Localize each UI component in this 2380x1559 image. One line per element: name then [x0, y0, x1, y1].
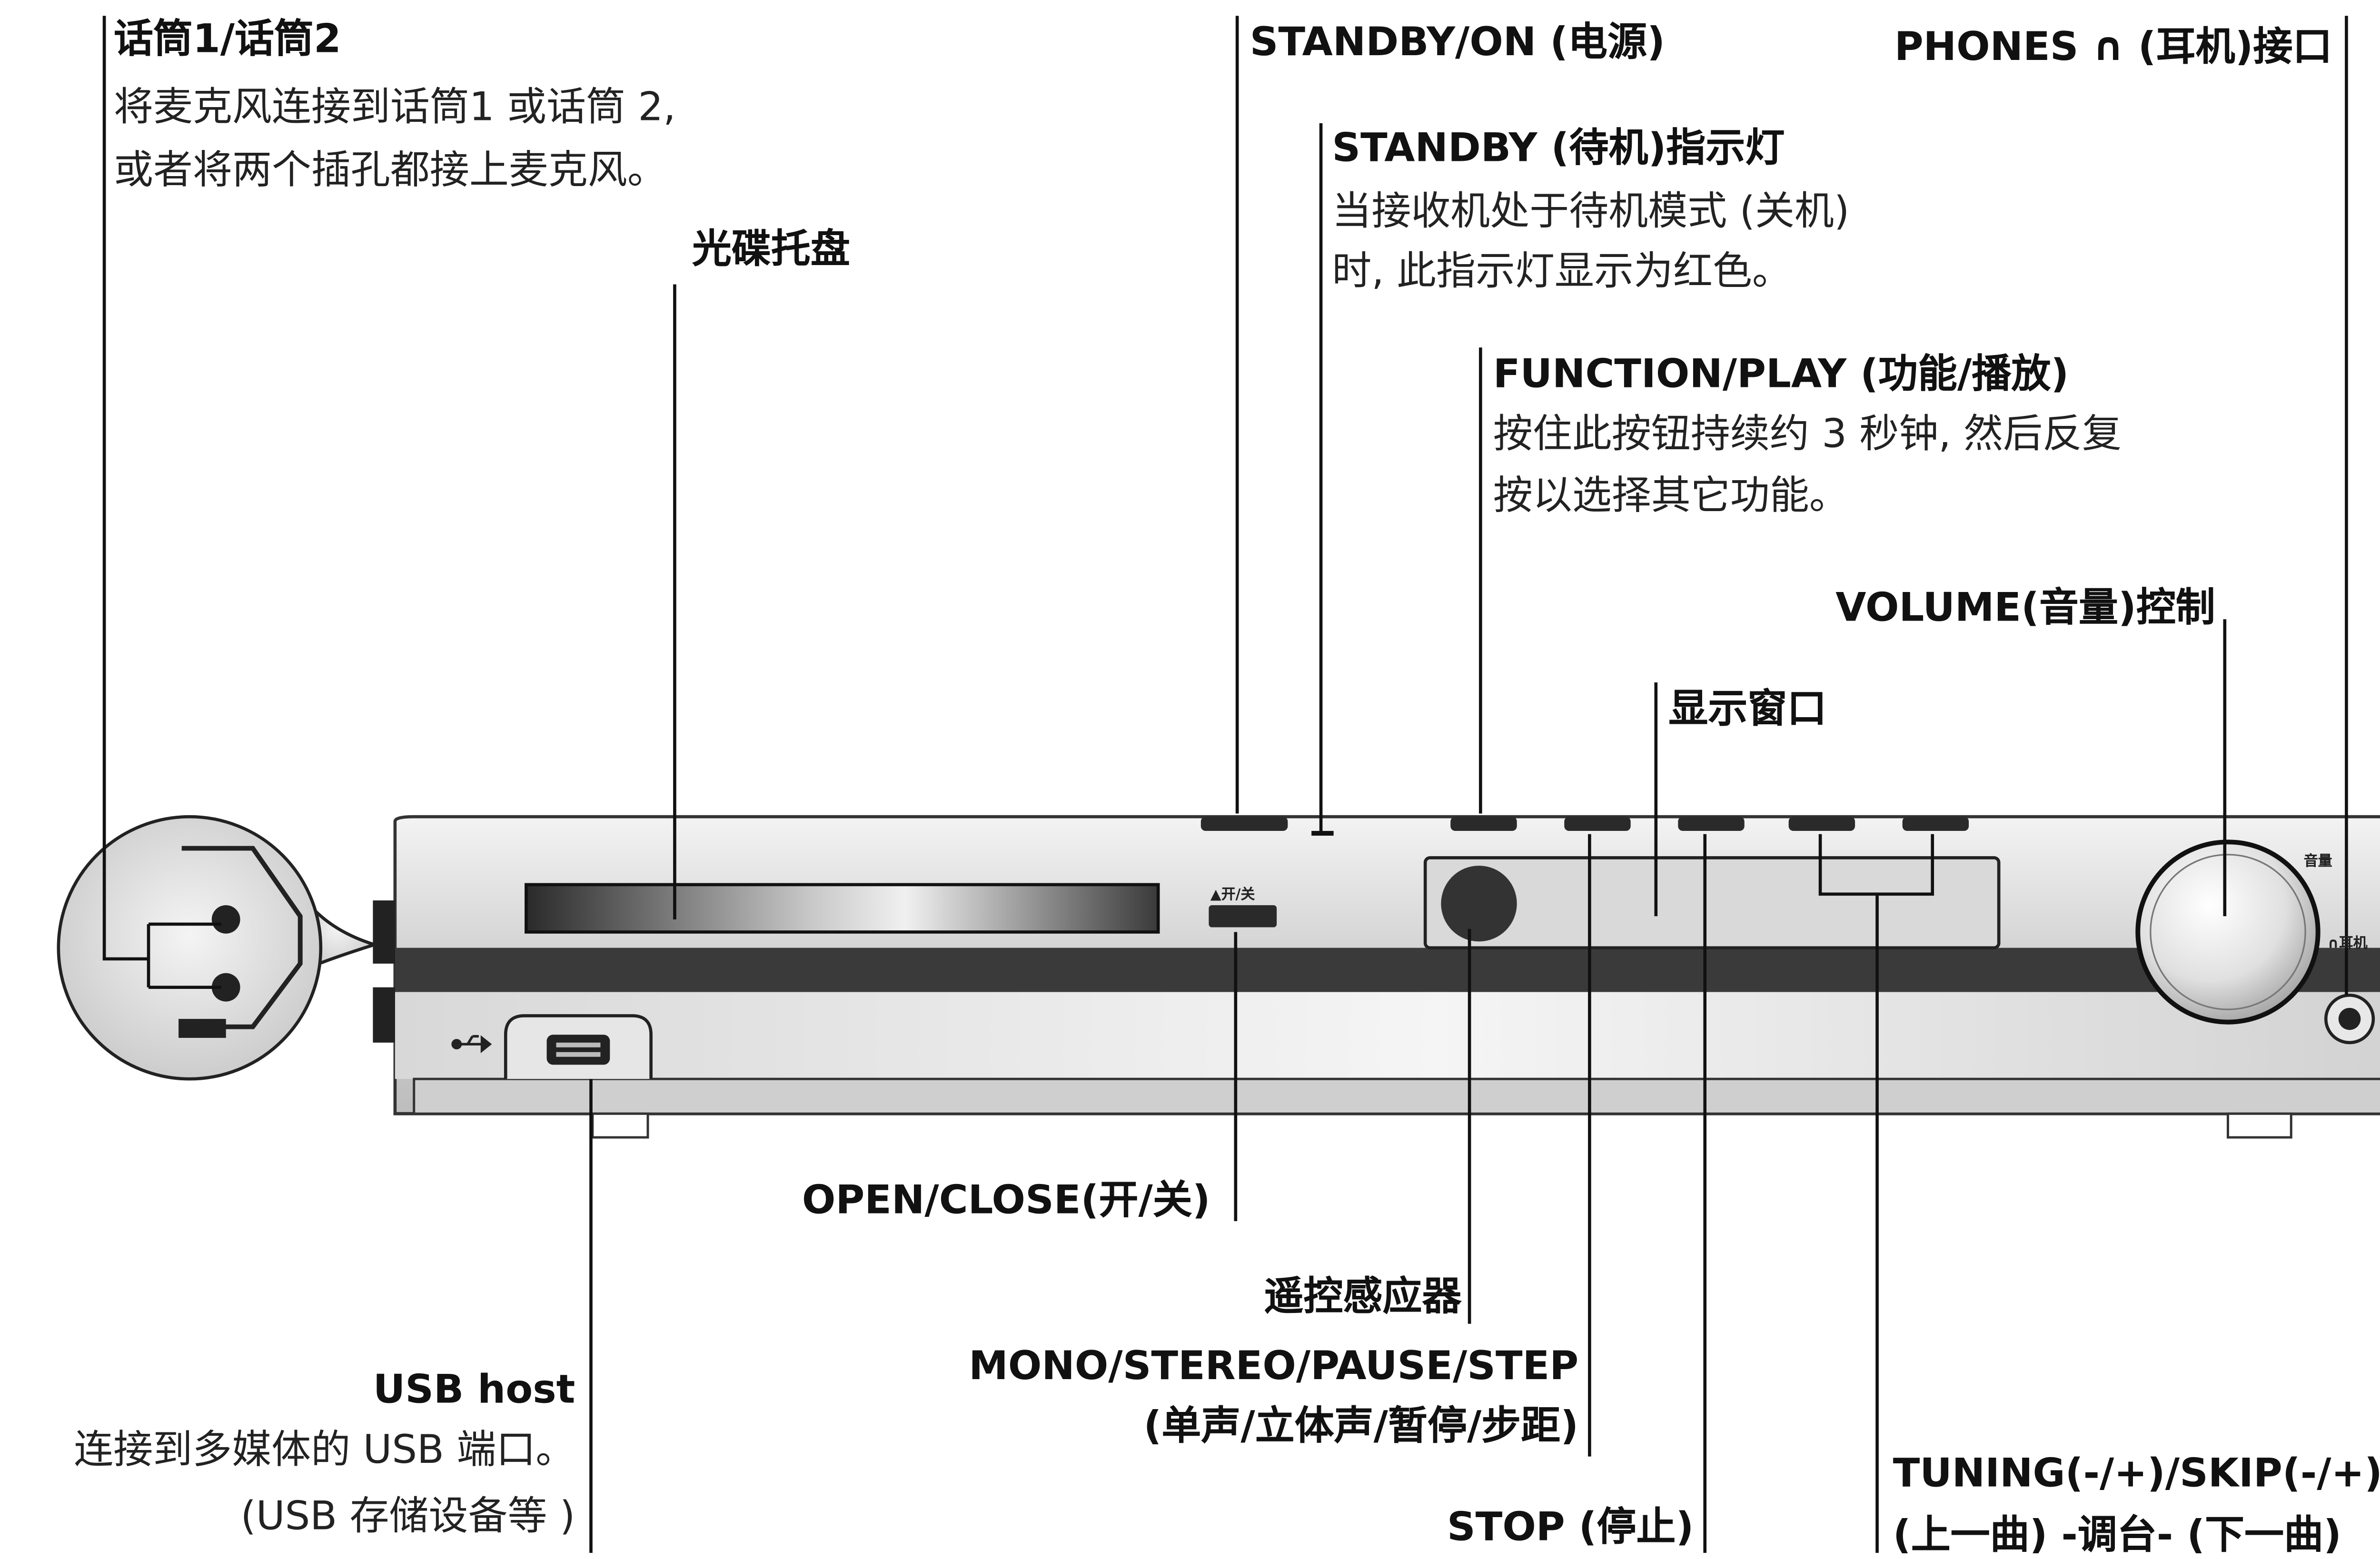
phones-title: PHONES ∩ (耳机)接口: [1894, 23, 2332, 70]
volume-knob: [2135, 839, 2320, 1025]
volume-knob-label: 音量: [2303, 854, 2332, 871]
standby-indicator-desc-line2: 时, 此指示灯显示为红色。: [1332, 248, 1792, 294]
phones-jack-label: ∩耳机: [2327, 937, 2368, 953]
standby-on-button: [1200, 817, 1288, 831]
usb-host-title: USB host: [373, 1366, 575, 1412]
top-buttons: [1200, 817, 1969, 836]
display-window: [1423, 856, 2001, 950]
usb-port: [546, 1035, 610, 1065]
function-play-desc-line1: 按住此按钮持续约 3 秒钟, 然后反复: [1493, 411, 2122, 457]
mic-jacks-desc-line1: 将麦克风连接到话筒1 或话筒 2,: [114, 83, 676, 130]
open-close-button: [1209, 905, 1277, 928]
mic1-jack: [211, 905, 240, 934]
function-play-desc-line2: 按以选择其它功能。: [1493, 472, 1849, 518]
volume-title: VOLUME(音量)控制: [1835, 584, 2215, 631]
open-close-title: OPEN/CLOSE(开/关): [802, 1177, 1210, 1223]
function-play-title: FUNCTION/PLAY (功能/播放): [1493, 350, 2069, 397]
function-play-button: [1450, 817, 1517, 831]
stop-title: STOP (停止): [1447, 1504, 1694, 1550]
usb-host-desc-line1: 连接到多媒体的 USB 端口。: [74, 1426, 575, 1472]
standby-indicator-desc-line1: 当接收机处于待机模式 (关机): [1332, 188, 1850, 234]
stop-button: [1678, 817, 1745, 831]
standby-on-title: STANDBY/ON (电源): [1250, 19, 1666, 65]
standby-indicator-light: [1311, 831, 1334, 836]
mic-jacks-desc-line2: 或者将两个插孔都接上麦克风。: [114, 147, 667, 193]
mic-jacks-inset: [57, 815, 380, 1081]
mono-stereo-title-line1: MONO/STEREO/PAUSE/STEP: [969, 1342, 1579, 1389]
mono-stereo-button: [1564, 817, 1631, 831]
usb-host-desc-line2: (USB 存储设备等 ): [240, 1492, 575, 1539]
display-window-title: 显示窗口: [1668, 685, 1827, 731]
tuning-plus-button: [1902, 817, 1969, 831]
open-close-button-label: ▲开/关: [1210, 888, 1255, 904]
remote-sensor: [1441, 866, 1517, 942]
mic2-jack: [211, 973, 240, 1002]
tuning-minus-button: [1788, 817, 1855, 831]
tuning-skip-title-line1: TUNING(-/+)/SKIP(-/+): [1893, 1450, 2380, 1496]
usb-icon: [451, 1035, 492, 1053]
disc-tray: [525, 883, 1160, 934]
standby-indicator-title: STANDBY (待机)指示灯: [1332, 125, 1785, 171]
remote-sensor-title: 遥控感应器: [1264, 1273, 1462, 1319]
leader-lines: [102, 16, 2348, 1553]
mono-stereo-title-line2: (单声/立体声/暂停/步距): [1143, 1402, 1579, 1449]
tuning-skip-title-line2: (上一曲) -调台- (下一曲): [1893, 1511, 2342, 1558]
mic-jacks-title: 话筒1/话筒2: [114, 16, 341, 62]
disc-tray-title: 光碟托盘: [692, 226, 850, 272]
